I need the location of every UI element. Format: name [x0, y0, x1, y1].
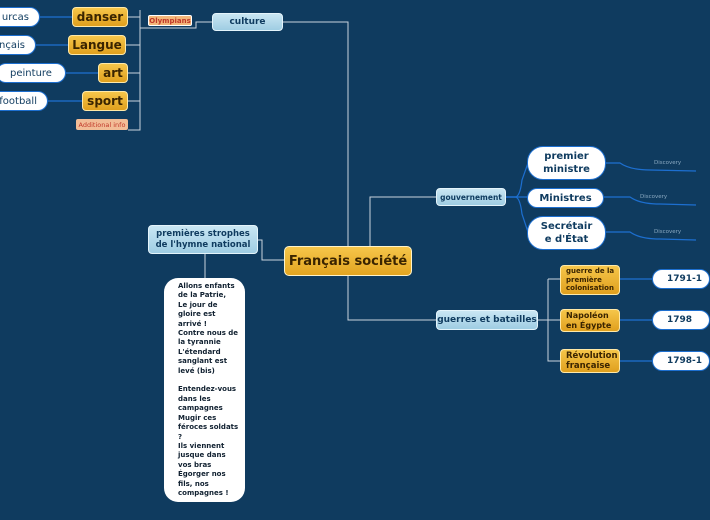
central-topic[interactable]: Français société — [284, 246, 412, 276]
culture-leaf-francais[interactable]: nçais — [0, 35, 36, 55]
war-premiere-colonisation[interactable]: guerre de la première colonisation — [560, 265, 620, 295]
date-1798-1[interactable]: 1798-1 — [652, 351, 710, 371]
discovery-label: Discovery — [640, 194, 668, 200]
branch-hymne-national[interactable]: premières strophes de l'hymne national — [148, 225, 258, 254]
gov-ministres[interactable]: Ministres — [527, 188, 604, 208]
branch-gouvernement[interactable]: gouvernement — [436, 188, 506, 206]
culture-leaf-football[interactable]: football — [0, 91, 48, 111]
additional-info[interactable]: Additional info — [76, 119, 128, 130]
discovery-label: Discovery — [654, 229, 682, 235]
gov-premier-ministre[interactable]: premier ministre — [527, 146, 606, 180]
branch-guerres-batailles[interactable]: guerres et batailles — [436, 310, 538, 330]
branch-culture[interactable]: culture — [212, 13, 283, 31]
gov-secretaire[interactable]: Secrétair e d'État — [527, 216, 606, 250]
date-1791[interactable]: 1791-1 — [652, 269, 710, 289]
discovery-label: Discovery — [654, 160, 682, 166]
culture-item-sport[interactable]: sport — [82, 91, 128, 111]
culture-item-langue[interactable]: Langue — [68, 35, 126, 55]
war-revolution-francaise[interactable]: Révolution française — [560, 349, 620, 373]
date-1798[interactable]: 1798 — [652, 310, 710, 330]
culture-item-danser[interactable]: danser — [72, 7, 128, 27]
war-napoleon-egypte[interactable]: Napoléon en Égypte — [560, 309, 620, 332]
anthem-lyrics[interactable]: Allons enfants de la Patrie, Le jour de … — [164, 278, 245, 502]
culture-leaf-urcas[interactable]: urcas — [0, 7, 40, 27]
culture-leaf-peinture[interactable]: peinture — [0, 63, 66, 83]
olympians-tag[interactable]: Olympians — [148, 15, 192, 26]
culture-item-art[interactable]: art — [98, 63, 128, 83]
